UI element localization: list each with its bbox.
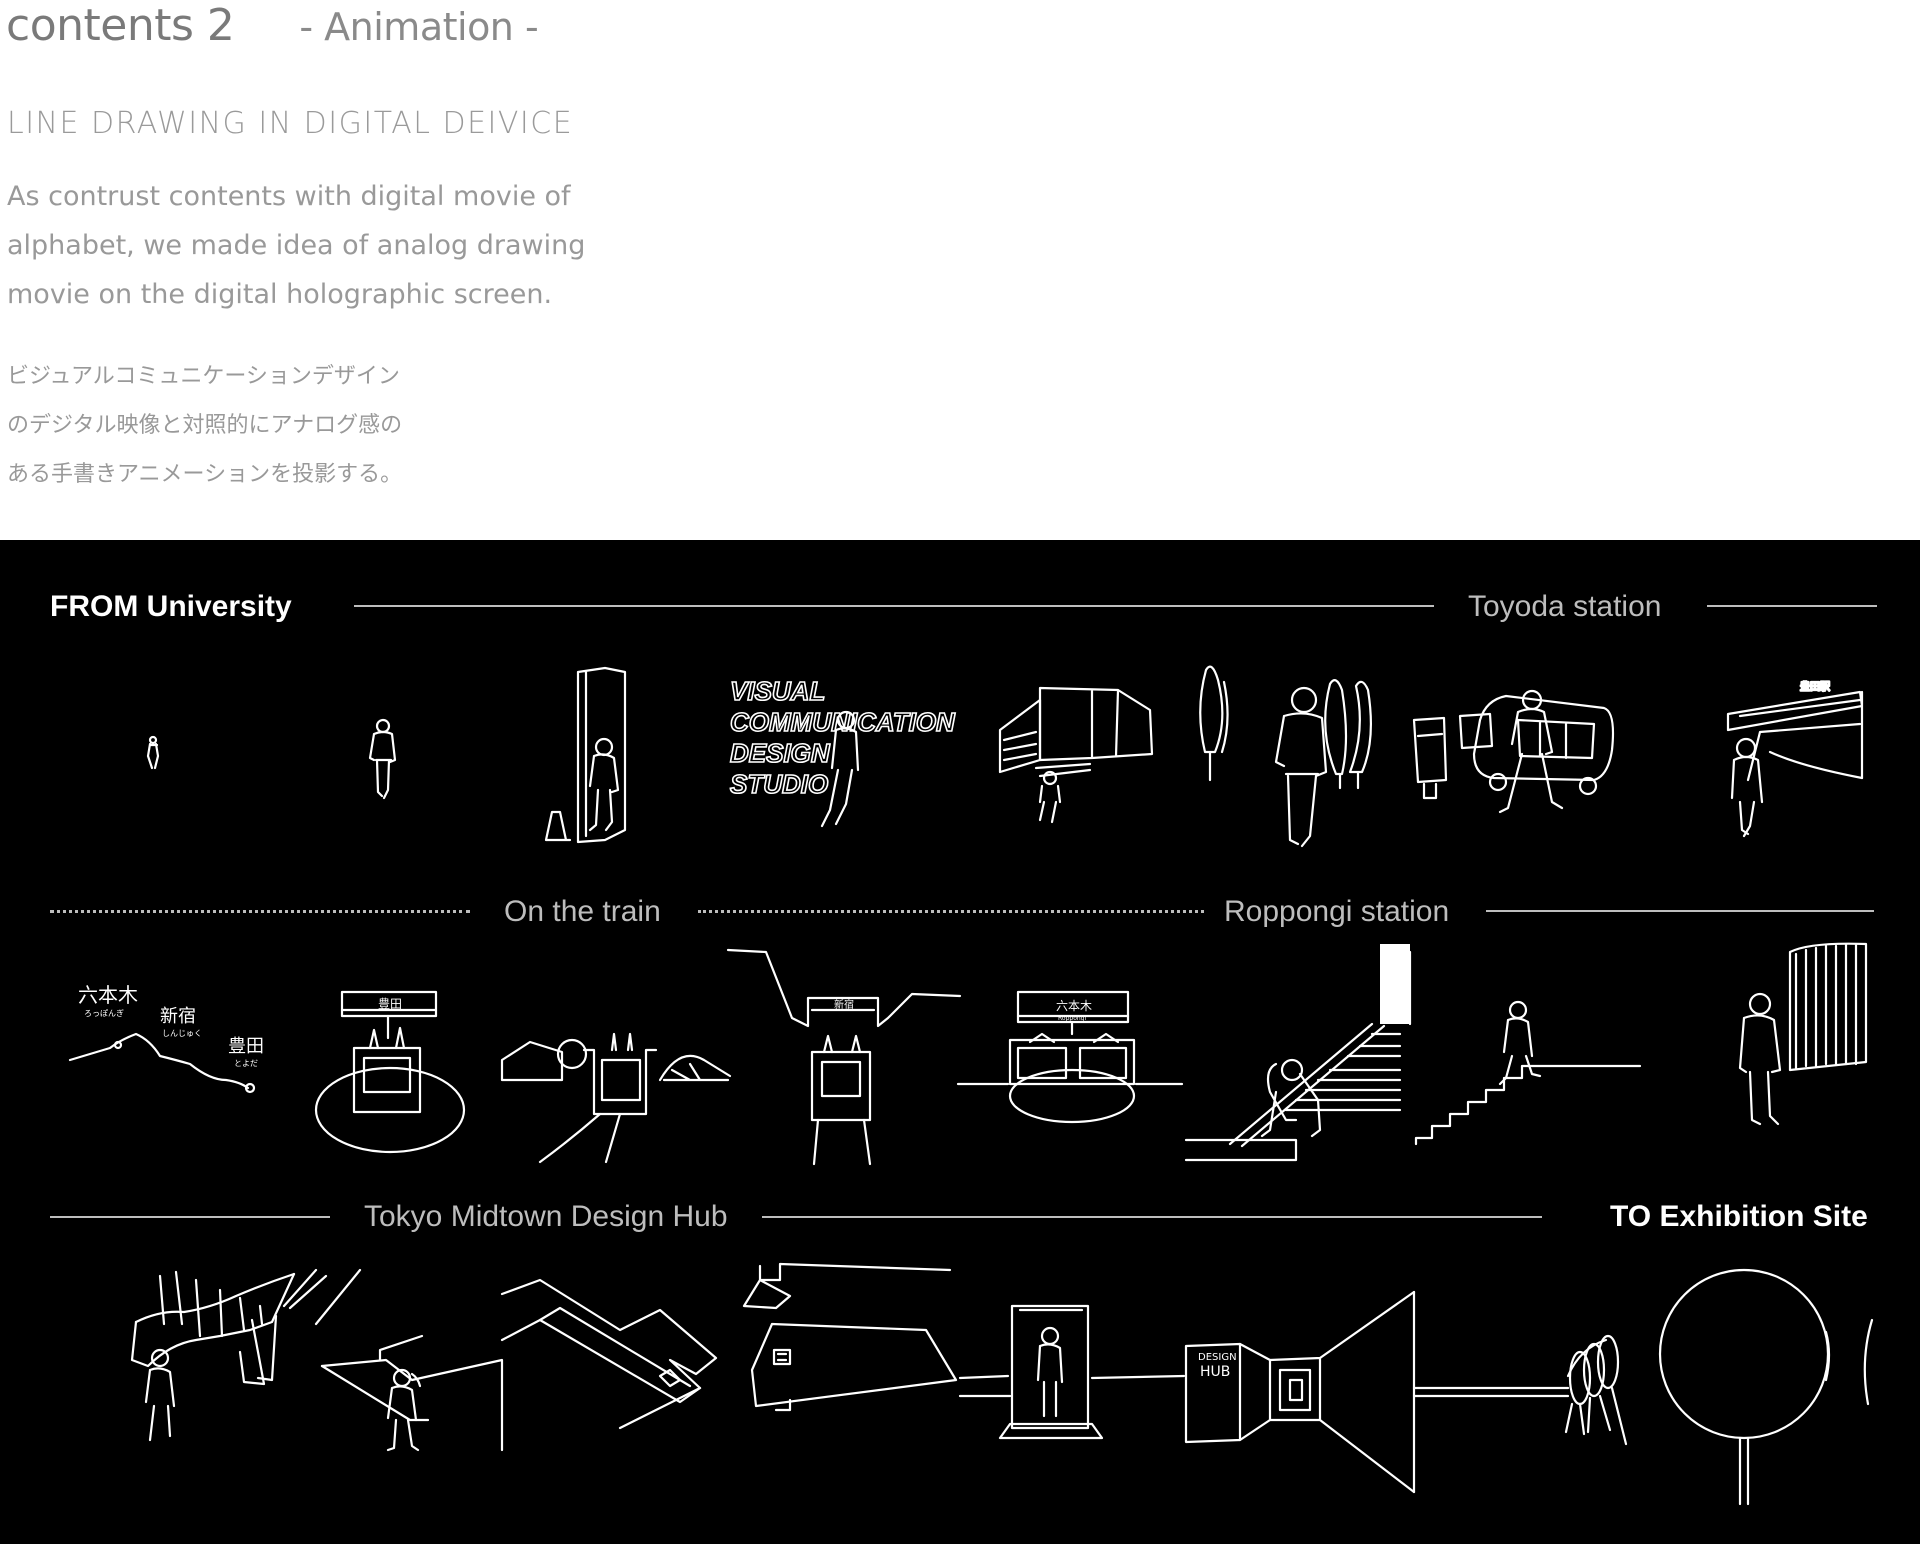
hub-sign-line: HUB: [1200, 1364, 1230, 1380]
sign-roppongi: 六本木: [1056, 999, 1092, 1013]
stairs-up-scene: [1184, 944, 1412, 1162]
midtown-facade: [1738, 942, 1868, 1126]
timeline-rule: [50, 1216, 330, 1218]
label-roppongi-station: Roppongi station: [1224, 895, 1450, 928]
map-station-toyoda: 豊田: [228, 1036, 264, 1057]
description-line: alphabet, we made idea of analog drawing: [7, 230, 586, 261]
floor-plan-topdown: [742, 1262, 958, 1412]
timeline-rule: [354, 605, 1434, 607]
description-line: ビジュアルコミュニケーションデザイン: [7, 364, 400, 389]
title-suffix: - Animation -: [299, 5, 539, 49]
exhibition-panels: [1412, 1334, 1628, 1446]
line-drawings: VISUAL COMMUNICATION DESIGN STUDIO: [68, 665, 1874, 1506]
label-from-university: FROM University: [50, 590, 292, 623]
description-line: As contrust contents with digital movie …: [7, 181, 571, 212]
header-section: contents 2 - Animation - LINE DRAWING IN…: [0, 0, 1920, 540]
description-line: ある手書きアニメーションを投影する。: [7, 462, 403, 487]
subtitle: LINE DRAWING IN DIGITAL DEIVICE: [7, 106, 574, 141]
map-station-shinjuku: 新宿: [160, 1006, 196, 1027]
train-bridge-scene: [500, 1032, 732, 1164]
route-map: 六本木 ろっぽんぎ 新宿 しんじゅく 豊田 とよだ: [68, 983, 264, 1094]
station-canopy: 豊田駅: [1726, 679, 1864, 838]
studio-sign-line: STUDIO: [730, 769, 828, 799]
sign-shinjuku: 新宿: [834, 998, 854, 1011]
studio-sign: VISUAL COMMUNICATION DESIGN STUDIO: [729, 675, 957, 828]
studio-sign-line: DESIGN: [730, 738, 831, 768]
label-to-exhibition-site: TO Exhibition Site: [1610, 1200, 1868, 1233]
storyboard-panel: FROM University Toyoda station On the tr…: [0, 540, 1920, 1544]
glass-booth: [958, 1304, 1186, 1440]
walking-figure-small: [146, 735, 160, 770]
timeline-rule: [1486, 910, 1874, 912]
description-line: のデジタル映像と対照的にアナログ感の: [7, 413, 403, 438]
roppongi-platform: 六本木 Roppongi: [956, 990, 1184, 1124]
hub-sign-line: DESIGN: [1198, 1352, 1237, 1363]
studio-sign-line: VISUAL: [730, 676, 825, 706]
trees-scene: [1199, 665, 1372, 848]
station-roof-sign: 豊田駅: [1800, 680, 1830, 693]
timeline-rule: [762, 1216, 1542, 1218]
train-tunnel-shinjuku: 新宿: [726, 948, 962, 1166]
walking-figure: [368, 718, 397, 800]
campus-building: [998, 686, 1154, 824]
sign-roppongi-en: Roppongi: [1058, 1015, 1086, 1022]
floor-plan-diagonal: [500, 1278, 718, 1430]
animation-frames: VISUAL COMMUNICATION DESIGN STUDIO: [0, 540, 1920, 1544]
map-reading: しんじゅく: [162, 1029, 202, 1038]
corridor-scene: [320, 1334, 504, 1452]
description-line: movie on the digital holographic screen.: [7, 279, 553, 310]
doorway-scene: [544, 666, 627, 844]
timeline-rule: [1707, 605, 1877, 607]
description-japanese: ビジュアルコミュニケーションデザイン のデジタル映像と対照的にアナログ感の ある…: [7, 352, 627, 499]
label-on-the-train: On the train: [504, 895, 661, 928]
bus-stop-scene: [1412, 689, 1615, 814]
page-title: contents 2 - Animation -: [6, 0, 539, 51]
label-toyoda-station: Toyoda station: [1468, 590, 1662, 623]
design-hub-tunnel: DESIGN HUB: [1184, 1290, 1416, 1494]
label-tokyo-midtown-design-hub: Tokyo Midtown Design Hub: [364, 1200, 728, 1233]
circle-screen: [1658, 1268, 1874, 1506]
train-cab-toyoda: 豊田: [314, 990, 466, 1154]
map-reading: とよだ: [234, 1059, 258, 1068]
title-text: contents 2: [6, 0, 235, 51]
stairs-figure-scene: [1414, 1000, 1642, 1146]
midtown-canopy: [130, 1268, 362, 1442]
map-station-roppongi: 六本木: [78, 983, 138, 1007]
timeline-rule-dotted: [698, 910, 1204, 913]
description-english: As contrust contents with digital movie …: [7, 172, 627, 319]
sign-toyoda: 豊田: [378, 997, 402, 1011]
timeline-rule-dotted: [50, 910, 470, 913]
map-reading: ろっぽんぎ: [84, 1008, 124, 1018]
